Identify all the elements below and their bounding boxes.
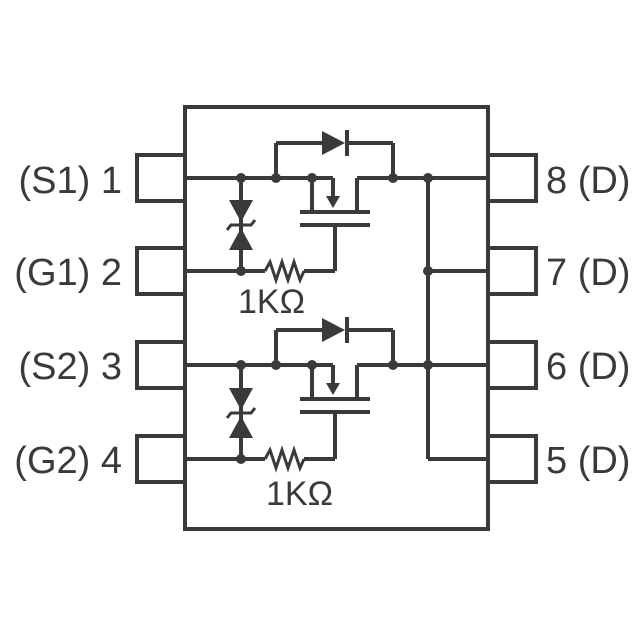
pin-6-lead — [486, 340, 538, 390]
resistor-1-value: 1KΩ — [238, 283, 305, 321]
zener-2-upper — [229, 388, 253, 410]
resistor-2 — [263, 445, 306, 473]
pin-8-lead — [486, 153, 538, 203]
pin-4-lead — [135, 434, 187, 484]
pin-2-lead — [135, 246, 187, 296]
pin-1-lead — [135, 153, 187, 203]
pin-5-lead — [486, 434, 538, 484]
resistor-1 — [263, 257, 306, 285]
pin-2-label: (G1) 2 — [14, 252, 122, 294]
resistor-2-value: 1KΩ — [266, 475, 333, 513]
package-body — [183, 105, 490, 531]
pin-4-label: (G2) 4 — [14, 440, 122, 482]
mosfet-1-circuit: 1KΩ — [185, 130, 398, 321]
mosfet-2-circuit: 1KΩ — [185, 317, 398, 513]
pin-6-label: 6 (D) — [546, 346, 630, 388]
body-diode-2 — [322, 318, 345, 342]
pin-7-lead — [486, 246, 538, 296]
zener-1-upper — [229, 200, 253, 222]
drain-bus — [393, 173, 488, 461]
pin-5-label: 5 (D) — [546, 440, 630, 482]
zener-2-lower — [229, 416, 253, 438]
pin-3-lead — [135, 340, 187, 390]
pin-8-label: 8 (D) — [546, 160, 630, 202]
zener-1-lower — [229, 228, 253, 250]
pin-3-label: (S2) 3 — [19, 346, 123, 388]
pin-1-label: (S1) 1 — [19, 160, 123, 202]
body-diode-1 — [322, 131, 345, 155]
pin-7-label: 7 (D) — [546, 252, 630, 294]
